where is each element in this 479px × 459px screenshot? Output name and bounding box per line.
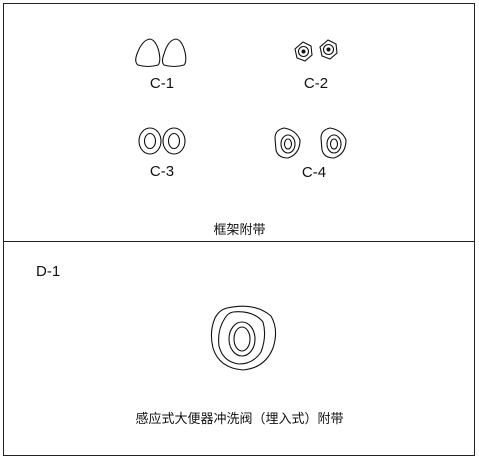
flush-connector-icon	[210, 305, 277, 371]
nut-pair-icon	[294, 39, 338, 62]
cone-pair-icon	[135, 38, 187, 68]
part-label-d-1: D-1	[36, 263, 61, 280]
grommet-pair-icon	[274, 127, 347, 159]
section-d-caption: 感应式大便器冲洗阀（埋入式）附带	[135, 411, 344, 426]
part-label-c-4: C-4	[301, 164, 327, 181]
section-divider	[3, 241, 475, 242]
part-c-3: C-3	[102, 122, 222, 180]
part-c-4: C-4	[254, 122, 374, 181]
part-c-1: C-1	[102, 34, 222, 92]
part-label-c-2: C-2	[303, 75, 329, 92]
parts-frame	[3, 3, 475, 456]
part-label-c-3: C-3	[149, 163, 175, 180]
washer-pair-icon	[138, 127, 186, 155]
part-c-2: C-2	[256, 34, 376, 92]
section-c-caption: 框架附带	[213, 222, 266, 237]
part-label-c-1: C-1	[149, 75, 175, 92]
